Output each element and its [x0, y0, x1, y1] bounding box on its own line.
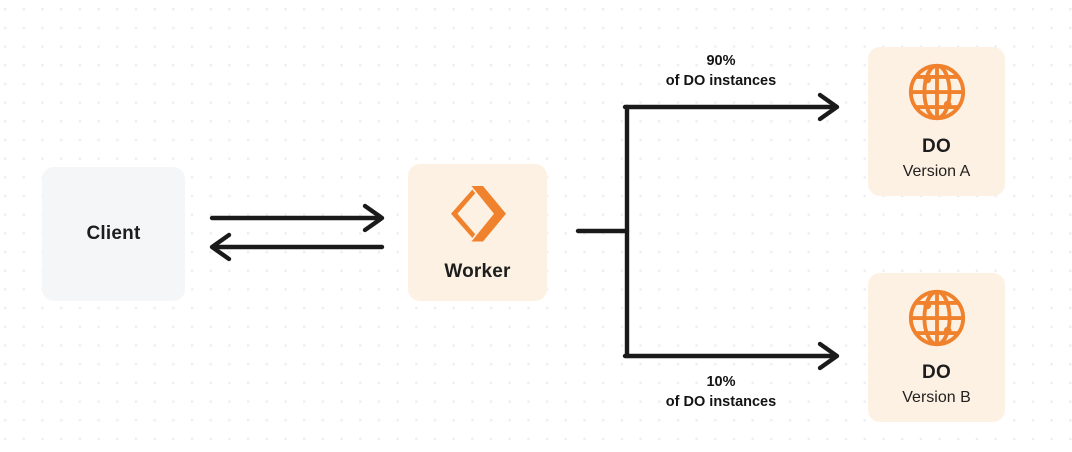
worker-label: Worker: [444, 261, 511, 283]
globe-icon: [906, 61, 968, 123]
flow-bottom-caption: of DO instances: [665, 393, 777, 410]
cloudflare-workers-icon: [445, 181, 511, 247]
node-worker: Worker: [408, 164, 547, 301]
flow-top-percent: 90%: [706, 53, 736, 69]
flow-bottom-percent: 10%: [706, 374, 736, 390]
client-label: Client: [86, 222, 141, 244]
flow-label-top: 90% of DO instances: [626, 52, 816, 91]
branch-spine: [575, 104, 630, 359]
do-b-subtitle: Version B: [902, 388, 971, 406]
arrow-worker-to-client: [209, 232, 385, 262]
do-a-title: DO: [922, 135, 951, 157]
flow-label-bottom: 10% of DO instances: [626, 373, 816, 412]
do-a-subtitle: Version A: [902, 162, 971, 180]
arrow-branch-to-do-a: [622, 92, 840, 122]
node-do-version-a: DO Version A: [868, 47, 1005, 196]
node-do-version-b: DO Version B: [868, 273, 1005, 422]
do-b-title: DO: [922, 361, 951, 383]
arrow-branch-to-do-b: [622, 341, 840, 371]
flow-top-caption: of DO instances: [665, 72, 777, 89]
arrow-client-to-worker: [209, 203, 385, 233]
globe-icon: [906, 287, 968, 349]
node-client: Client: [42, 167, 185, 301]
